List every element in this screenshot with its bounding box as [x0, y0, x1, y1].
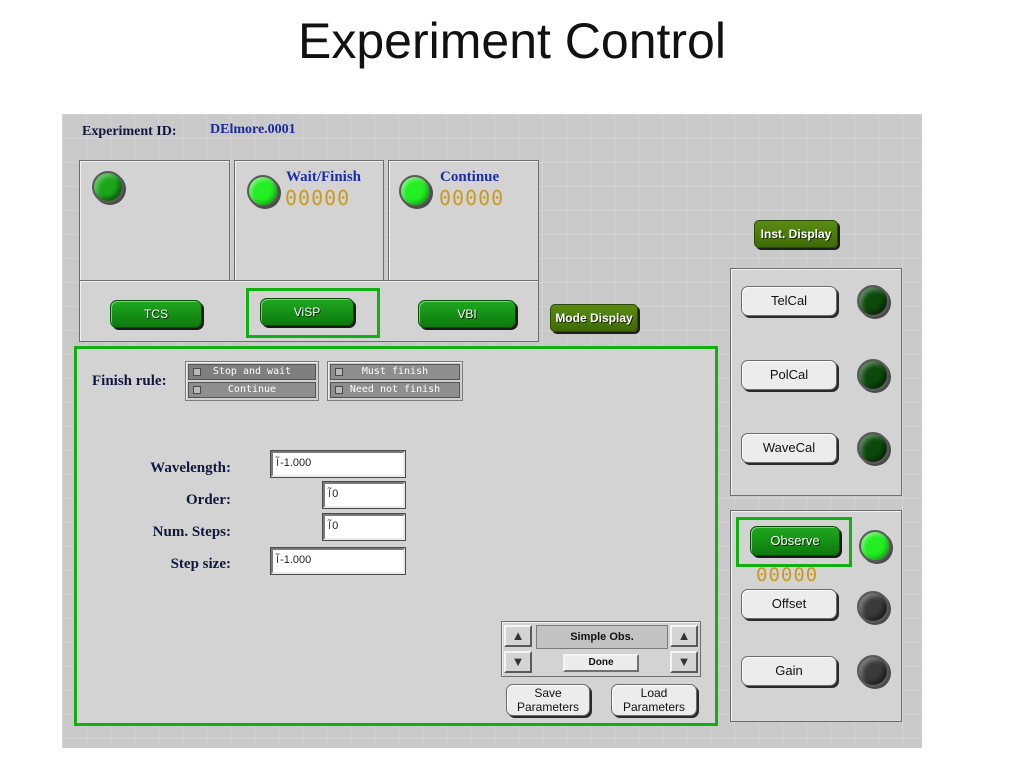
- must-finish-toggle[interactable]: Must finish: [330, 364, 460, 380]
- observe-button[interactable]: Observe: [750, 526, 840, 556]
- finish-rule-group-2: Must finish Need not finish: [327, 361, 463, 401]
- need-not-finish-toggle[interactable]: Need not finish: [330, 382, 460, 398]
- offset-button[interactable]: Offset: [741, 589, 837, 619]
- continue-heading: Continue: [440, 169, 500, 185]
- experiment-control-panel: Experiment ID: DElmore.0001 Wait/Finish …: [62, 114, 922, 748]
- telcal-led: [857, 285, 889, 317]
- num-steps-label: Num. Steps:: [152, 524, 231, 540]
- wavecal-button[interactable]: WaveCal: [741, 433, 837, 463]
- triangle-up-icon: ▲: [677, 628, 691, 643]
- polcal-led: [857, 359, 889, 391]
- stop-and-wait-toggle[interactable]: Stop and wait: [188, 364, 316, 380]
- status-box-wait-finish: Wait/Finish 00000: [234, 160, 384, 282]
- continue-toggle[interactable]: Continue: [188, 382, 316, 398]
- wavelength-input[interactable]: Ĩ-1.000: [271, 451, 405, 477]
- inst-display-button[interactable]: Inst. Display: [754, 220, 838, 248]
- sequence-status: Done: [563, 654, 639, 672]
- order-input[interactable]: Ĩ0: [323, 482, 405, 508]
- wait-finish-counter: 00000: [285, 186, 351, 210]
- wavecal-led: [857, 432, 889, 464]
- observe-selected-frame: [736, 517, 852, 567]
- wavelength-label: Wavelength:: [150, 460, 231, 476]
- sequence-up-left-button[interactable]: ▲: [504, 625, 532, 647]
- status-box-1: [79, 160, 230, 282]
- sequence-down-right-button[interactable]: ▼: [670, 651, 698, 673]
- offset-led: [857, 591, 889, 623]
- triangle-down-icon: ▼: [677, 654, 691, 669]
- observe-counter: 00000: [756, 564, 819, 586]
- step-size-label: Step size:: [170, 556, 231, 572]
- order-label: Order:: [186, 492, 231, 508]
- calibration-panel: TelCal PolCal WaveCal: [730, 268, 902, 496]
- step-size-input[interactable]: Ĩ-1.000: [271, 548, 405, 574]
- sequence-selected: Simple Obs.: [536, 625, 668, 649]
- status-box-continue: Continue 00000: [388, 160, 539, 282]
- continue-counter: 00000: [439, 186, 505, 210]
- num-steps-input[interactable]: Ĩ0: [323, 514, 405, 540]
- continue-led: [399, 175, 431, 207]
- experiment-id-label: Experiment ID:: [82, 124, 177, 139]
- telcal-button[interactable]: TelCal: [741, 286, 837, 316]
- triangle-up-icon: ▲: [511, 628, 525, 643]
- gain-button[interactable]: Gain: [741, 656, 837, 686]
- sequence-up-right-button[interactable]: ▲: [670, 625, 698, 647]
- observing-panel: Observe 00000 Offset Gain: [730, 510, 902, 722]
- observe-led: [859, 530, 891, 562]
- triangle-down-icon: ▼: [511, 654, 525, 669]
- visp-selected-frame: [246, 288, 380, 338]
- sequence-down-left-button[interactable]: ▼: [504, 651, 532, 673]
- parameter-area: Finish rule: Stop and wait Continue Must…: [74, 346, 718, 726]
- instrument-row: TCS ViSP VBI: [79, 280, 539, 342]
- experiment-id-value: DElmore.0001: [210, 122, 296, 137]
- finish-rule-label: Finish rule:: [92, 373, 167, 389]
- finish-rule-group-1: Stop and wait Continue: [185, 361, 319, 401]
- gain-led: [857, 655, 889, 687]
- slide-title: Experiment Control: [298, 13, 726, 69]
- polcal-button[interactable]: PolCal: [741, 360, 837, 390]
- mode-display-button[interactable]: Mode Display: [550, 304, 638, 332]
- wait-finish-heading: Wait/Finish: [286, 169, 362, 185]
- status-led-1: [92, 171, 124, 203]
- visp-button[interactable]: ViSP: [260, 298, 354, 326]
- vbi-button[interactable]: VBI: [418, 300, 516, 328]
- sequence-selector: ▲ ▼ Simple Obs. Done ▲ ▼: [501, 621, 701, 677]
- wait-finish-led: [247, 175, 279, 207]
- tcs-button[interactable]: TCS: [110, 300, 202, 328]
